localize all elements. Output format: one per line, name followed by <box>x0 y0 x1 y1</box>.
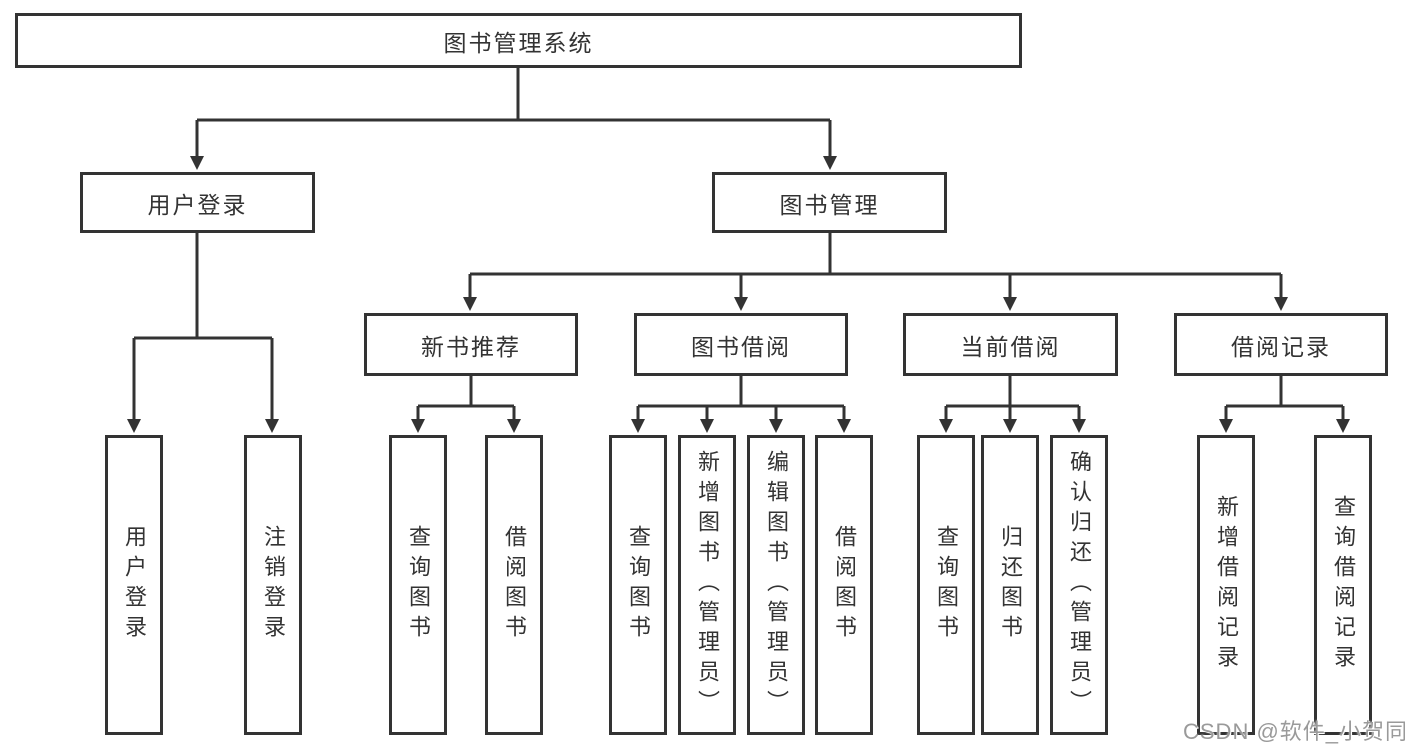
node-user-login: 用户登录 <box>80 172 315 233</box>
leaf-user-login: 用户登录 <box>105 435 163 735</box>
connector-br-branch <box>1226 376 1343 408</box>
connector-book-management-branch <box>470 233 1281 276</box>
leaf-user-login-label: 用户登录 <box>122 525 147 645</box>
leaf-nbr-borrow-books: 借阅图书 <box>485 435 543 735</box>
connector-user-login-branch <box>134 233 272 340</box>
node-current-borrow: 当前借阅 <box>903 313 1118 376</box>
connector-root-branch <box>197 68 830 122</box>
csdn-watermark: CSDN @软件_小贺同学 <box>1183 719 1405 744</box>
leaf-cb-query-books: 查询图书 <box>917 435 975 735</box>
leaf-br-query-record: 查询借阅记录 <box>1314 435 1372 735</box>
node-book-management: 图书管理 <box>712 172 947 233</box>
leaf-bb-add-books-admin: 新增图书（管理员） <box>678 435 736 735</box>
leaf-bb-edit-books-admin-label: 编辑图书（管理员） <box>764 450 789 720</box>
node-root: 图书管理系统 <box>15 13 1022 68</box>
leaf-bb-borrow-books-label: 借阅图书 <box>832 525 857 645</box>
node-borrow-records: 借阅记录 <box>1174 313 1388 376</box>
leaf-bb-query-books: 查询图书 <box>609 435 667 735</box>
leaf-bb-edit-books-admin: 编辑图书（管理员） <box>747 435 805 735</box>
leaf-br-add-record: 新增借阅记录 <box>1197 435 1255 735</box>
connector-bb-branch <box>638 376 844 408</box>
leaf-cb-return-books-label: 归还图书 <box>998 525 1023 645</box>
leaf-cb-return-books: 归还图书 <box>981 435 1039 735</box>
leaf-cb-confirm-return-admin: 确认归还（管理员） <box>1050 435 1108 735</box>
connector-nbr-branch <box>418 376 514 408</box>
leaf-logout: 注销登录 <box>244 435 302 735</box>
leaf-cb-confirm-return-admin-label: 确认归还（管理员） <box>1067 450 1092 720</box>
leaf-cb-query-books-label: 查询图书 <box>934 525 959 645</box>
connector-cb-branch <box>946 376 1079 408</box>
leaf-bb-borrow-books: 借阅图书 <box>815 435 873 735</box>
leaf-br-add-record-label: 新增借阅记录 <box>1214 495 1239 675</box>
leaf-logout-label: 注销登录 <box>261 525 286 645</box>
leaf-nbr-query-books: 查询图书 <box>389 435 447 735</box>
leaf-bb-query-books-label: 查询图书 <box>626 525 651 645</box>
leaf-nbr-borrow-books-label: 借阅图书 <box>502 525 527 645</box>
leaf-bb-add-books-admin-label: 新增图书（管理员） <box>695 450 720 720</box>
node-book-borrow: 图书借阅 <box>634 313 848 376</box>
leaf-nbr-query-books-label: 查询图书 <box>406 525 431 645</box>
node-new-book-recommend: 新书推荐 <box>364 313 578 376</box>
leaf-br-query-record-label: 查询借阅记录 <box>1331 495 1356 675</box>
